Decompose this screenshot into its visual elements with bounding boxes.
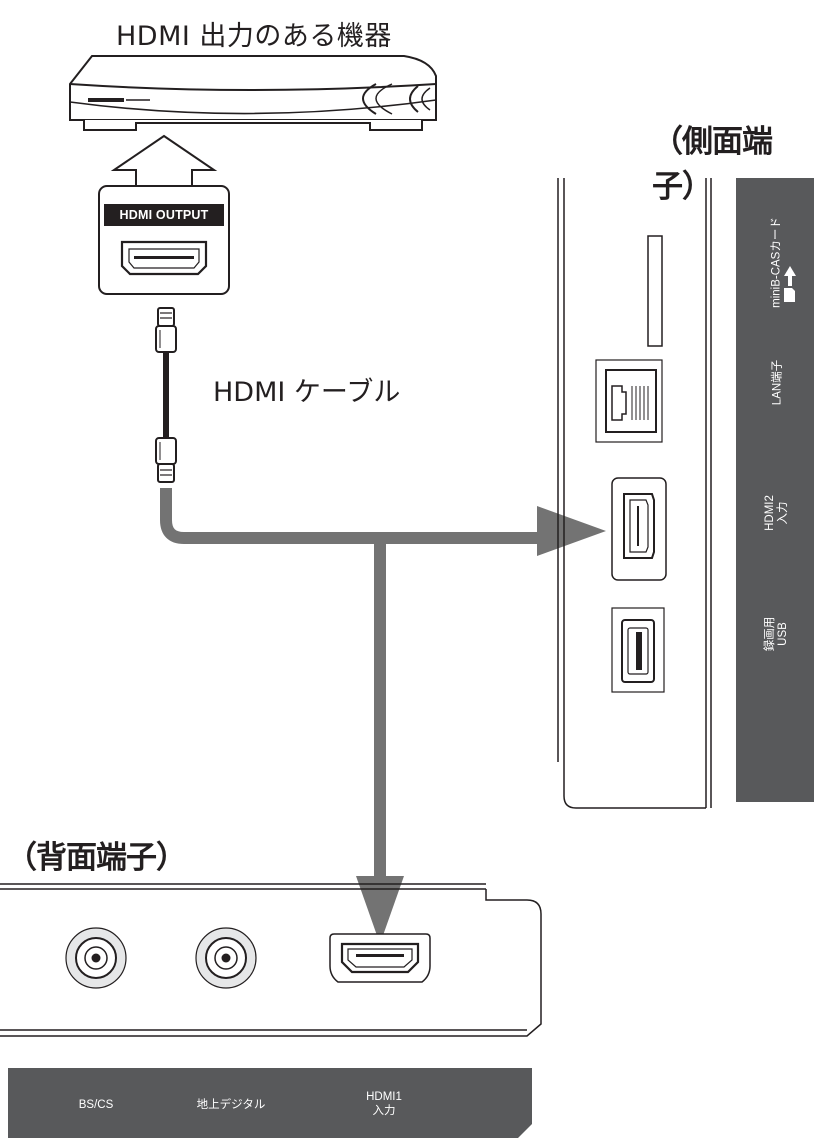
recording-usb-label: 録画用 USB [764,616,789,652]
routing-arrows [160,488,606,944]
device-title: HDMI 出力のある機器 [116,21,392,52]
rear-panel [0,883,542,1037]
terrestrial-label: 地上デジタル [196,1099,266,1111]
side-panel [557,178,712,809]
side-label-strip: miniB-CASカード LAN端子 HDMI2 入力 録画用 USB [736,178,814,802]
hdmi-source-device [69,55,437,131]
bs-cs-label: BS/CS [78,1099,114,1111]
hdmi-output-label: HDMI OUTPUT [104,204,224,226]
rear-terminals-heading: （背面端子） [6,840,187,876]
lan-terminal-label: LAN端子 [771,359,784,406]
hdmi-output-box [98,185,230,295]
minib-cas-card-slot [647,235,663,347]
card-insert-icon [784,266,796,302]
hdmi2-input-label: HDMI2 入力 [764,495,789,531]
hdmi-port-icon [120,240,208,276]
usb-port [611,607,665,693]
rear-label-strip [8,1068,532,1138]
bs-cs-antenna-port [65,927,127,989]
up-arrow [110,134,218,186]
cable-label: HDMI ケーブル [213,377,401,408]
terrestrial-antenna-port [195,927,257,989]
hdmi2-port [611,477,667,581]
hdmi1-port [329,933,431,983]
hdmi-cable [155,307,177,483]
lan-port [595,359,663,443]
hdmi1-input-label: HDMI1 入力 [366,1091,402,1117]
side-terminals-heading: （側面端子） [652,124,773,205]
rear-labels: BS/CS 地上デジタル HDMI1 入力 [8,1068,532,1138]
